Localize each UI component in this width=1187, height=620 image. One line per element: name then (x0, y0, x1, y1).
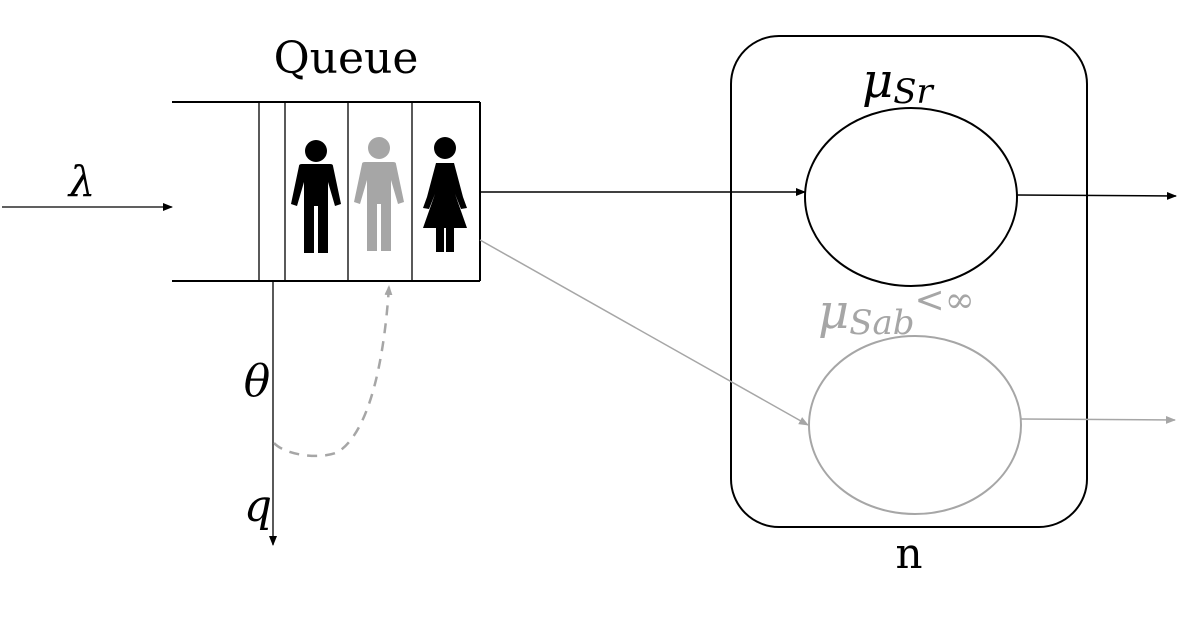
arrival-rate-label: λ (67, 157, 96, 206)
service-rate-regular-label: μSr (862, 53, 934, 112)
man-icon (291, 140, 341, 253)
abandon-probability-label: q (244, 481, 272, 532)
woman-icon (423, 137, 467, 252)
queue-title: Queue (274, 33, 419, 84)
man-icon (354, 137, 404, 251)
abandon-server (808, 335, 1022, 515)
service-station-box (730, 35, 1088, 528)
server-count-label: n (895, 529, 922, 578)
regular-server (804, 107, 1018, 287)
server-output-arrow (1016, 191, 1177, 200)
queue-to-abandon-server-arrow (479, 239, 809, 426)
service-rate-abandon-label: μSab<∞ (818, 280, 975, 343)
abandon-rate-label: θ (244, 356, 271, 407)
queue-buffer (172, 101, 481, 282)
abandon-server-output-arrow (1020, 415, 1176, 424)
retrial-dashed-arrow (273, 285, 393, 458)
